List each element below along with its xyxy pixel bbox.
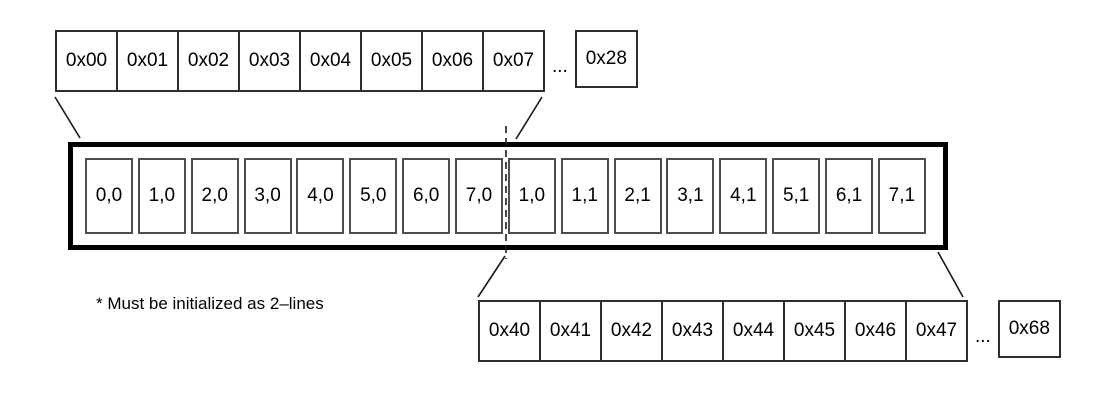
buffer-cell: 5,1 bbox=[772, 158, 821, 234]
connector-line-bottom-left bbox=[477, 255, 506, 298]
address-cell: 0x03 bbox=[238, 30, 301, 92]
buffer-cell: 0,0 bbox=[85, 158, 133, 234]
address-cell: 0x04 bbox=[299, 30, 362, 92]
connector-line-top-left bbox=[54, 96, 81, 139]
address-cell: 0x02 bbox=[177, 30, 240, 92]
address-cell: 0x42 bbox=[600, 300, 663, 362]
address-cell: 0x01 bbox=[116, 30, 179, 92]
buffer-cell: 1,0 bbox=[137, 158, 186, 234]
buffer-cell: 1,0 bbox=[507, 158, 556, 234]
address-cell: 0x44 bbox=[722, 300, 785, 362]
connector-line-top-right bbox=[515, 96, 543, 140]
buffer-cell: 7,1 bbox=[877, 158, 926, 234]
buffer-cell: 7,0 bbox=[455, 158, 504, 234]
address-cell-last: 0x68 bbox=[997, 300, 1061, 358]
address-cell: 0x07 bbox=[482, 30, 545, 92]
top-address-row: 0x00 0x01 0x02 0x03 0x04 0x05 0x06 0x07 bbox=[55, 30, 545, 92]
address-cell: 0x00 bbox=[55, 30, 118, 92]
address-cell: 0x41 bbox=[539, 300, 602, 362]
ellipsis: ... bbox=[975, 326, 991, 347]
buffer-cell: 3,1 bbox=[666, 158, 715, 234]
buffer-cell: 5,0 bbox=[349, 158, 398, 234]
address-cell: 0x45 bbox=[783, 300, 846, 362]
footnote: * Must be initialized as 2–lines bbox=[96, 294, 324, 313]
address-cell: 0x40 bbox=[478, 300, 541, 362]
bottom-address-row: 0x40 0x41 0x42 0x43 0x44 0x45 0x46 0x47 bbox=[478, 300, 968, 362]
buffer-cell: 1,1 bbox=[560, 158, 609, 234]
buffer-cell: 4,0 bbox=[296, 158, 345, 234]
connector-line-bottom-right bbox=[937, 251, 964, 298]
bottom-address-strip: 0x40 0x41 0x42 0x43 0x44 0x45 0x46 0x47 … bbox=[478, 300, 1061, 362]
address-cell: 0x47 bbox=[905, 300, 968, 362]
address-cell: 0x43 bbox=[661, 300, 724, 362]
address-cell: 0x05 bbox=[360, 30, 423, 92]
address-cell: 0x06 bbox=[421, 30, 484, 92]
buffer-box: 0,0 1,0 2,0 3,0 4,0 5,0 6,0 7,0 1,0 1,1 … bbox=[68, 142, 948, 250]
address-cell: 0x46 bbox=[844, 300, 907, 362]
buffer-cell: 4,1 bbox=[719, 158, 768, 234]
buffer-cell: 2,0 bbox=[190, 158, 239, 234]
ellipsis: ... bbox=[552, 56, 568, 77]
address-cell-last: 0x28 bbox=[574, 30, 638, 88]
buffer-cell: 3,0 bbox=[243, 158, 292, 234]
buffer-cell: 6,0 bbox=[402, 158, 451, 234]
buffer-cell: 2,1 bbox=[613, 158, 662, 234]
buffer-cell: 6,1 bbox=[825, 158, 874, 234]
top-address-strip: 0x00 0x01 0x02 0x03 0x04 0x05 0x06 0x07 … bbox=[55, 30, 638, 92]
